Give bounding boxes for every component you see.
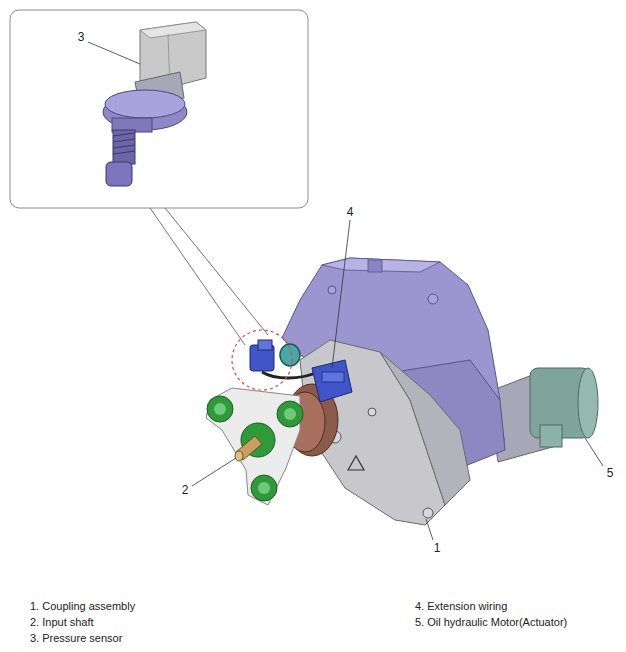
leader-line (332, 220, 350, 368)
callout-number: 5 (607, 467, 614, 479)
sensor-wiring-drawing (232, 330, 352, 402)
part-name: 5. Oil hydraulic Motor(Actuator) (415, 617, 567, 628)
housing-drawing (282, 258, 505, 525)
leader-line (426, 519, 433, 540)
leader-line (585, 438, 603, 466)
pressure-sensor-drawing (103, 22, 206, 186)
inset-frame (10, 10, 308, 208)
part-name: 4. Extension wiring (415, 601, 507, 612)
leader-line (88, 42, 140, 64)
callout-number: 1 (434, 542, 441, 554)
zoom-line (165, 208, 268, 335)
leader-lines (88, 42, 603, 540)
part-name: 3. Pressure sensor (30, 633, 122, 644)
zoom-line (150, 208, 245, 345)
callout-number: 4 (347, 206, 354, 218)
part-name: 2. Input shaft (30, 617, 94, 628)
callout-number: 3 (78, 31, 85, 43)
callout-number: 2 (182, 484, 189, 496)
part-name: 1. Coupling assembly (30, 601, 135, 612)
coupling-drawing (206, 384, 338, 505)
leader-line (192, 458, 236, 486)
detail-circle (232, 330, 292, 390)
